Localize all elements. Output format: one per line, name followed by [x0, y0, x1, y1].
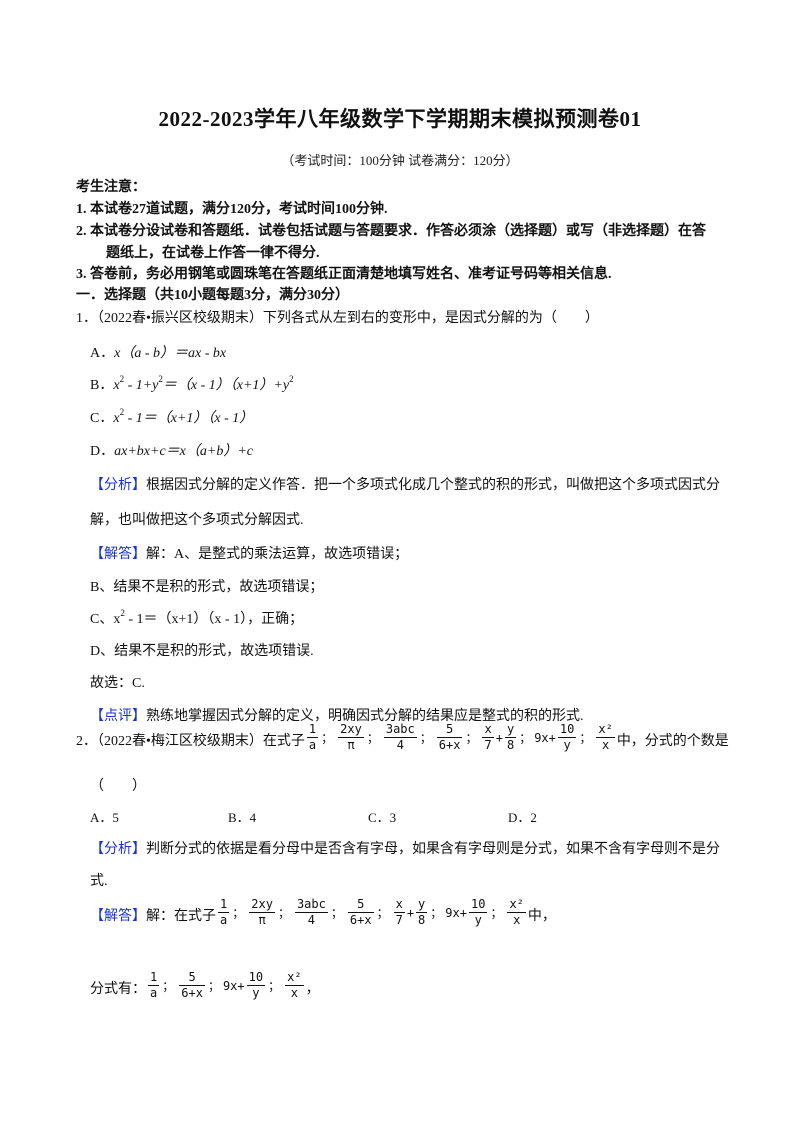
section-heading: 一．选择题（共10小题每题3分，满分30分） [76, 288, 349, 303]
analysis-tag: 【分析】 [90, 478, 146, 493]
exam-info: （考试时间：100分钟 试卷满分：120分） [281, 153, 519, 168]
q2-choice-a: A．5 [90, 810, 119, 825]
q2-analysis-cont: 式. [90, 874, 108, 889]
analysis-tag: 【分析】 [90, 842, 146, 857]
q2-choice-c: C．3 [368, 810, 397, 825]
q1-answer-b: B、结果不是积的形式，故选项错误； [90, 580, 324, 595]
q1-answer-c: C、x2 - 1＝（x+1）（x - 1），正确； [90, 608, 304, 627]
q1-option-a: A．x（a - b）＝ax - bx [90, 346, 227, 361]
q1-option-c: C．x2 - 1＝（x+1）（x - 1） [90, 407, 254, 426]
notice-item-1: 1. 本试卷27道试题，满分120分，考试时间100分钟. [76, 202, 388, 217]
question-1-stem: 1．（2022春•振兴区校级期末）下列各式从左到右的变形中，是因式分解的为（ ） [76, 311, 599, 326]
q2-choice-b: B．4 [228, 810, 257, 825]
answer-tag: 【解答】 [90, 909, 146, 924]
page-title: 2022-2023学年八年级数学下学期期末模拟预测卷01 [158, 107, 642, 131]
notice-item-3: 3. 答卷前，务必用钢笔或圆珠笔在答题纸正面清楚地填写姓名、准考证号码等相关信息… [76, 267, 612, 282]
q1-answer: 【解答】解：A、是整式的乘法运算，故选项错误； [90, 547, 409, 562]
notice-item-2-cont: 题纸上，在试卷上作答一律不得分. [106, 246, 320, 261]
q1-analysis: 【分析】根据因式分解的定义作答．把一个多项式化成几个整式的积的形式，叫做把这个多… [90, 478, 720, 493]
q1-answer-d: D、结果不是积的形式，故选项错误. [90, 644, 314, 659]
q1-choice: 故选：C. [90, 676, 145, 691]
comment-tag: 【点评】 [90, 709, 146, 724]
notice-item-2: 2. 本试卷分设试卷和答题纸．试卷包括试题与答题要求．作答必须涂（选择题）或写（… [76, 224, 706, 239]
q2-analysis: 【分析】判断分式的依据是看分母中是否含有字母，如果含有字母则是分式，如果不含有字… [90, 842, 720, 857]
q2-choice-d: D．2 [508, 810, 537, 825]
q2-answer-blank: （ ） [90, 779, 146, 794]
q1-option-b: B．x2 - 1+y2＝（x - 1）（x+1）+y2 [90, 374, 294, 393]
notice-heading: 考生注意： [76, 180, 146, 195]
q1-analysis-cont: 解，也叫做把这个多项式分解因式. [90, 513, 304, 528]
answer-tag: 【解答】 [90, 547, 146, 562]
q1-comment: 【点评】熟练地掌握因式分解的定义，明确因式分解的结果应是整式的积的形式. [90, 709, 584, 724]
q1-option-d: D．ax+bx+c＝x（a+b）+c [90, 444, 253, 459]
